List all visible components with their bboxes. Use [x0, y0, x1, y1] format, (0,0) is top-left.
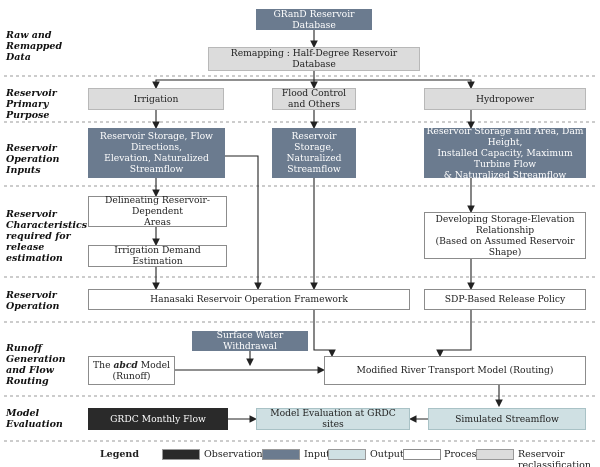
irrigation-box: Irrigation [88, 88, 224, 110]
box-line: & Naturalized Streamflow [443, 169, 567, 181]
remapping-box: Remapping : Half-Degree Reservoir Databa… [208, 47, 420, 71]
model-evaluation-box: Model Evaluation at GRDC sites [256, 408, 410, 430]
row-label-line: Reservoir [6, 143, 57, 154]
flood-control-box: Flood Control and Others [272, 88, 356, 110]
row-label-line: required for [6, 231, 71, 242]
arrow-hanasaki-mrtm [313, 310, 336, 358]
box-line: Reservoir Storage, [291, 131, 337, 153]
row-label-line: Runoff [6, 343, 42, 354]
box-line: Elevation, Naturalized Streamflow [104, 153, 209, 175]
row-label-line: Characteristics [6, 220, 88, 231]
row-label-line: Operation Inputs [6, 154, 60, 176]
abcd-italic: abcd [113, 359, 138, 371]
hydro-inputs-box: Reservoir Storage and Area, Dam Height, … [424, 126, 586, 181]
box-line: Naturalized Streamflow [286, 153, 342, 175]
legend-swatch-process [403, 449, 441, 460]
arrow-remap-irrigation [152, 71, 315, 90]
box-line: Areas [144, 217, 171, 228]
row-label-line: Remapped Data [6, 41, 63, 63]
abcd-model-box: The abcd Model (Runoff) [88, 356, 175, 385]
row-label-characteristics: Reservoir Characteristics required for r… [6, 209, 88, 264]
storage-elevation-text: Developing Storage-Elevation Relationshi… [425, 214, 585, 258]
row-label-line: Reservoir [6, 209, 57, 220]
legend-label-reclassification: Reservoir reclassification [518, 449, 591, 467]
grdc-monthly-flow-box: GRDC Monthly Flow [88, 408, 228, 430]
row-label-line: release estimation [6, 242, 63, 264]
arrow-remap-hydro [314, 79, 475, 90]
abcd-model-text: The abcd Model (Runoff) [93, 360, 170, 382]
abcd-line-1: The abcd Model [93, 360, 170, 371]
box-line: Developing Storage-Elevation Relationshi… [435, 213, 575, 236]
row-label-operation: Reservoir Operation [6, 290, 88, 312]
hydropower-box: Hydropower [424, 88, 586, 110]
surface-water-withdrawal-box: Surface Water Withdrawal [192, 330, 308, 352]
abcd-pre: The [93, 359, 114, 371]
arrow-irr-inputs-hanasaki [225, 155, 262, 291]
row-label-raw: Raw and Remapped Data [6, 30, 88, 63]
irrigation-inputs-box: Reservoir Storage, Flow Directions, Elev… [88, 128, 225, 178]
legend-label-process: Process [444, 449, 482, 460]
abcd-post: Model [137, 359, 170, 371]
row-label-line: Primary Purpose [6, 99, 50, 121]
row-label-line: Raw and [6, 30, 52, 41]
delineating-text: Delineating Reservoir-Dependent Areas [89, 195, 226, 228]
irrigation-inputs-text: Reservoir Storage, Flow Directions, Elev… [88, 131, 225, 175]
box-line: Reservoir Storage and Area, Dam Height, [426, 125, 584, 148]
row-label-line: Model [6, 408, 40, 419]
legend-swatch-reclassification [476, 449, 514, 460]
irrigation-demand-box: Irrigation Demand Estimation [88, 245, 227, 267]
legend-title: Legend [100, 449, 139, 460]
flow-arrows [152, 30, 503, 423]
flood-inputs-box: Reservoir Storage, Naturalized Streamflo… [272, 128, 356, 178]
abcd-line-2: (Runoff) [112, 370, 151, 382]
row-label-runoff: Runoff Generation and Flow Routing [6, 343, 88, 387]
row-label-line: Reservoir [6, 88, 57, 99]
storage-elevation-box: Developing Storage-Elevation Relationshi… [424, 212, 586, 259]
legend: Legend Observation Input Output Process … [0, 446, 600, 467]
mrtm-box: Modified River Transport Model (Routing) [324, 356, 586, 385]
box-line: Reservoir Storage, Flow Directions, [99, 131, 214, 153]
hanasaki-box: Hanasaki Reservoir Operation Framework [88, 289, 410, 310]
hydro-inputs-text: Reservoir Storage and Area, Dam Height, … [424, 126, 586, 181]
row-label-evaluation: Model Evaluation [6, 408, 88, 430]
row-label-line: Reservoir [6, 290, 57, 301]
legend-swatch-output [328, 449, 366, 460]
grand-database-box: GRanD Reservoir Database [256, 9, 372, 31]
flood-inputs-text: Reservoir Storage, Naturalized Streamflo… [272, 131, 356, 175]
row-label-line: Flow Routing [6, 365, 54, 387]
row-label-line: Operation [6, 301, 60, 312]
row-label-inputs: Reservoir Operation Inputs [6, 143, 88, 176]
row-label-purpose: Reservoir Primary Purpose [6, 88, 88, 121]
box-line: Delineating Reservoir-Dependent [105, 195, 210, 217]
box-line: (Based on Assumed Reservoir Shape) [435, 235, 575, 258]
sdp-release-box: SDP-Based Release Policy [424, 289, 586, 310]
legend-swatch-input [262, 449, 300, 460]
legend-swatch-observation [162, 449, 200, 460]
arrow-sdp-mrtm [436, 310, 472, 358]
delineating-box: Delineating Reservoir-Dependent Areas [88, 195, 227, 228]
box-line: Installed Capacity, Maximum Turbine Flow [437, 147, 573, 170]
row-separators [4, 75, 596, 442]
legend-label-observation: Observation [204, 449, 263, 460]
legend-label-input: Input [304, 449, 330, 460]
row-label-line: Evaluation [6, 419, 63, 430]
legend-label-output: Output [370, 449, 404, 460]
simulated-streamflow-box: Simulated Streamflow [428, 408, 586, 430]
row-label-line: Generation and [6, 354, 66, 376]
